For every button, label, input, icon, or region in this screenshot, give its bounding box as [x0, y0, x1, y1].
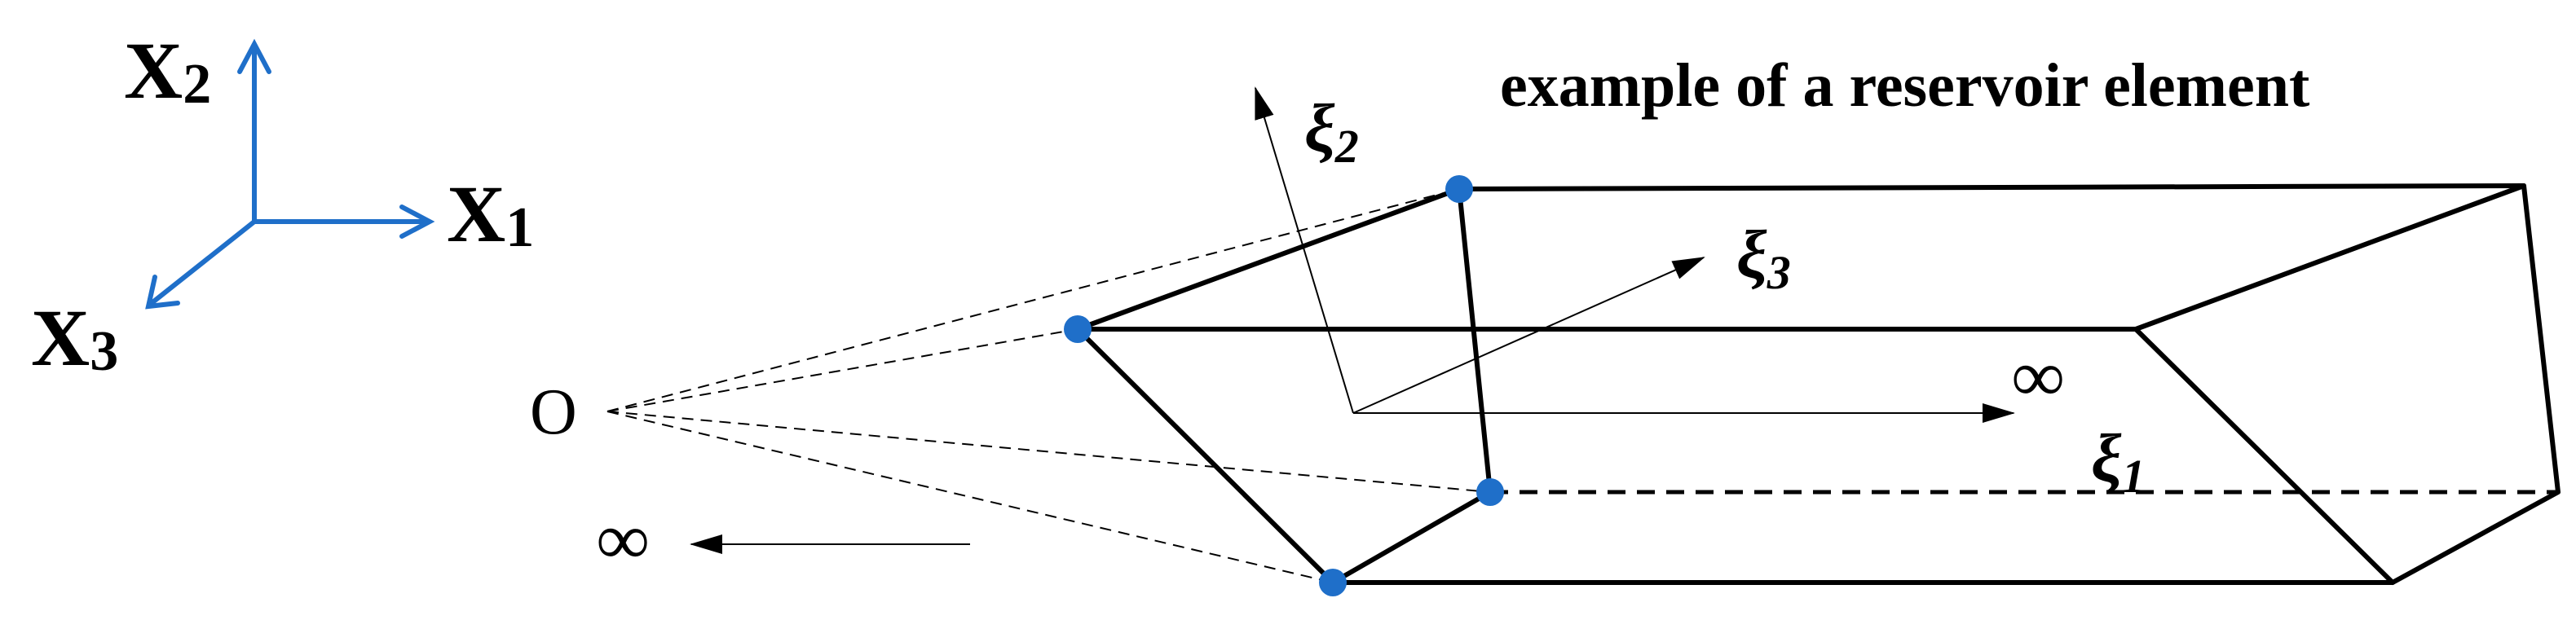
reservoir-element	[1075, 183, 2561, 585]
ray-to-bottom-back	[607, 411, 1491, 493]
x1-axis-label: X1	[447, 169, 534, 259]
x1-arrowhead	[399, 204, 435, 239]
node-bottom-front	[1319, 569, 1347, 596]
node-top-front	[1064, 315, 1092, 343]
element-nodes	[1064, 175, 1504, 596]
inner-face-edges	[1075, 187, 1493, 585]
x3-axis-arrow	[149, 219, 257, 306]
node-top-back	[1445, 175, 1473, 203]
x2-axis-label: X2	[124, 25, 211, 116]
infinity-left-label: ∞	[597, 499, 649, 580]
local-axes: ξ1 ξ2 ξ3 ∞	[1255, 86, 2146, 503]
xi3-axis-arrow	[1352, 257, 1705, 414]
ray-to-top-back	[607, 188, 1460, 412]
infinity-right-label: ∞	[2012, 336, 2064, 417]
xi3-axis-label: ξ3	[1736, 217, 1791, 299]
x3-arrowhead	[145, 275, 180, 310]
xi2-axis-arrow	[1255, 86, 1354, 414]
projection-rays	[607, 188, 1491, 583]
outer-face-edges	[2133, 183, 2561, 585]
ray-to-bottom-front	[607, 411, 1334, 583]
diagram-title: example of a reservoir element	[1500, 51, 2309, 120]
xi1-axis-label: ξ1	[2091, 420, 2146, 503]
global-axes: X1 X2 X3	[31, 25, 534, 383]
xi2-axis-label: ξ2	[1304, 90, 1359, 173]
node-bottom-back	[1476, 478, 1504, 506]
edge-top-back	[1457, 183, 2526, 191]
x3-axis-label: X3	[31, 292, 118, 383]
origin-label: O	[530, 376, 577, 448]
ray-to-top-front	[607, 328, 1078, 412]
x2-arrowhead	[237, 38, 271, 74]
